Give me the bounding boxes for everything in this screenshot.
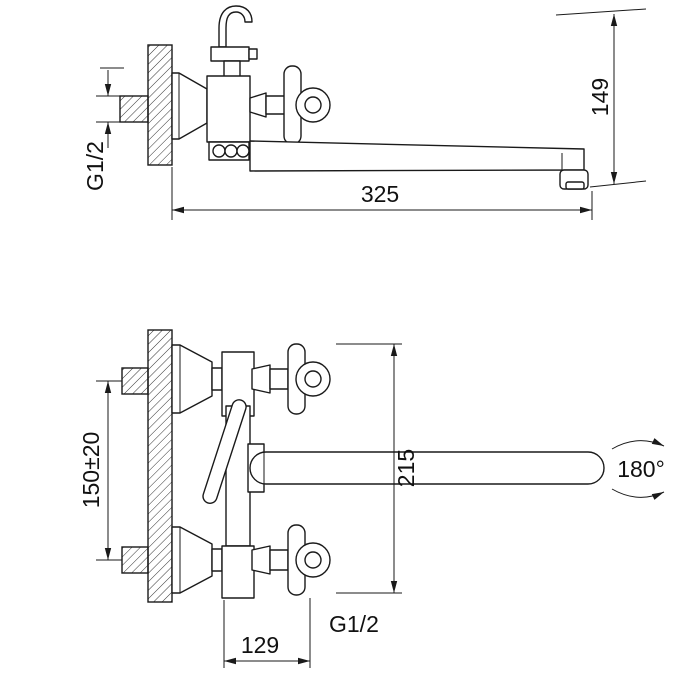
dimension-body-height: 215: [336, 343, 419, 594]
spout-front: [247, 443, 605, 493]
thread-label-bottom: G1/2: [329, 611, 379, 637]
aerator: [565, 181, 585, 190]
dim-215-label: 215: [393, 449, 419, 487]
lower-cross-handle: [251, 524, 331, 596]
inlet-thread-callout: G1/2: [82, 67, 124, 191]
inlet-pipe-section: [119, 95, 149, 123]
swivel-angle-label: 180°: [617, 456, 665, 482]
lower-pipe-section: [121, 546, 149, 574]
dim-325-label: 325: [361, 181, 399, 207]
wall-section: [119, 44, 173, 166]
spout: [249, 140, 589, 190]
dim-129-label: 129: [241, 632, 279, 658]
shower-hook: [210, 5, 258, 78]
dimension-length: 325: [171, 167, 593, 220]
escutcheon: [171, 72, 208, 140]
swivel-annotation: 180°: [611, 438, 665, 500]
lower-escutcheon: [171, 526, 223, 594]
dimension-inlet-spacing: 150±20: [78, 380, 122, 561]
cross-handle: [249, 65, 331, 145]
wall-section-front: [121, 329, 173, 603]
dimension-height: 149: [555, 8, 647, 188]
front-view: 150±20 215 180° G1/2 129: [78, 329, 665, 668]
outlet-thread-callout: G1/2: [309, 598, 379, 668]
dim-149-label: 149: [587, 78, 613, 116]
thread-label-top: G1/2: [82, 141, 108, 191]
side-view: G1/2 325 149: [82, 5, 647, 220]
lever-handle: [202, 399, 247, 504]
dimension-width: 129: [223, 600, 310, 668]
upper-cross-handle: [251, 343, 331, 415]
faucet-body: [206, 75, 251, 161]
upper-escutcheon: [171, 344, 223, 414]
upper-pipe-section: [121, 367, 149, 395]
dim-150-label: 150±20: [78, 432, 104, 509]
